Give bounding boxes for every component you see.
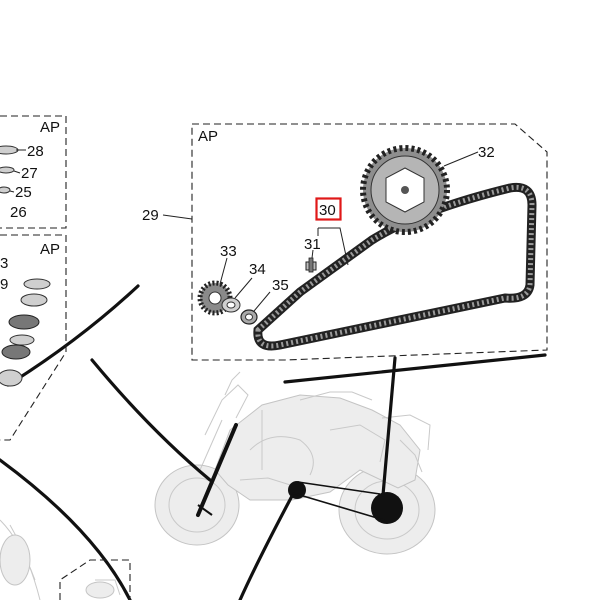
callout-28[interactable]: 28 xyxy=(27,143,44,160)
connector-line xyxy=(90,358,212,482)
panel-tag: AP xyxy=(198,128,218,145)
callout-9-partial[interactable]: 9 xyxy=(0,276,8,293)
sprocket-nut[interactable] xyxy=(240,309,258,325)
bearing-part[interactable] xyxy=(8,314,40,330)
fork-marker xyxy=(196,423,238,517)
rear-sprocket[interactable] xyxy=(360,145,450,235)
connector-line xyxy=(381,356,397,497)
callout-3-partial[interactable]: 3 xyxy=(0,255,8,272)
panel-upper-left: AP 28 27 25 26 xyxy=(0,115,67,229)
connector-line xyxy=(0,458,132,602)
panel-shadow-edge xyxy=(283,353,547,384)
collar-part[interactable] xyxy=(0,369,23,387)
motorcycle-illustration xyxy=(154,371,436,555)
callout-34[interactable]: 34 xyxy=(249,261,266,278)
connector-line xyxy=(6,284,140,387)
callout-31[interactable]: 31 xyxy=(304,236,321,253)
panel-drive-chain: AP xyxy=(142,123,548,361)
highlight-box xyxy=(315,197,342,221)
panel-bottom-left xyxy=(0,519,131,601)
bearing-part[interactable] xyxy=(1,344,31,360)
ring-part[interactable] xyxy=(23,278,51,290)
rear-sprocket-marker xyxy=(371,492,403,524)
callout-32[interactable]: 32 xyxy=(478,144,495,161)
callout-29[interactable]: 29 xyxy=(142,207,159,224)
callout-27[interactable]: 27 xyxy=(21,165,38,182)
callout-30[interactable]: 30 xyxy=(319,202,336,219)
spacer-part[interactable] xyxy=(9,334,35,346)
callout-26[interactable]: 26 xyxy=(10,204,27,221)
panel-lower-left: AP 3 9 xyxy=(0,234,67,441)
panel-tag: AP xyxy=(40,241,60,258)
callout-25[interactable]: 25 xyxy=(15,184,32,201)
callout-35[interactable]: 35 xyxy=(272,277,289,294)
seal-part[interactable] xyxy=(20,293,48,307)
lock-washer[interactable] xyxy=(221,297,241,313)
connector-line xyxy=(238,494,294,602)
master-link[interactable] xyxy=(305,257,317,273)
panel-tag: AP xyxy=(40,119,60,136)
callout-33[interactable]: 33 xyxy=(220,243,237,260)
